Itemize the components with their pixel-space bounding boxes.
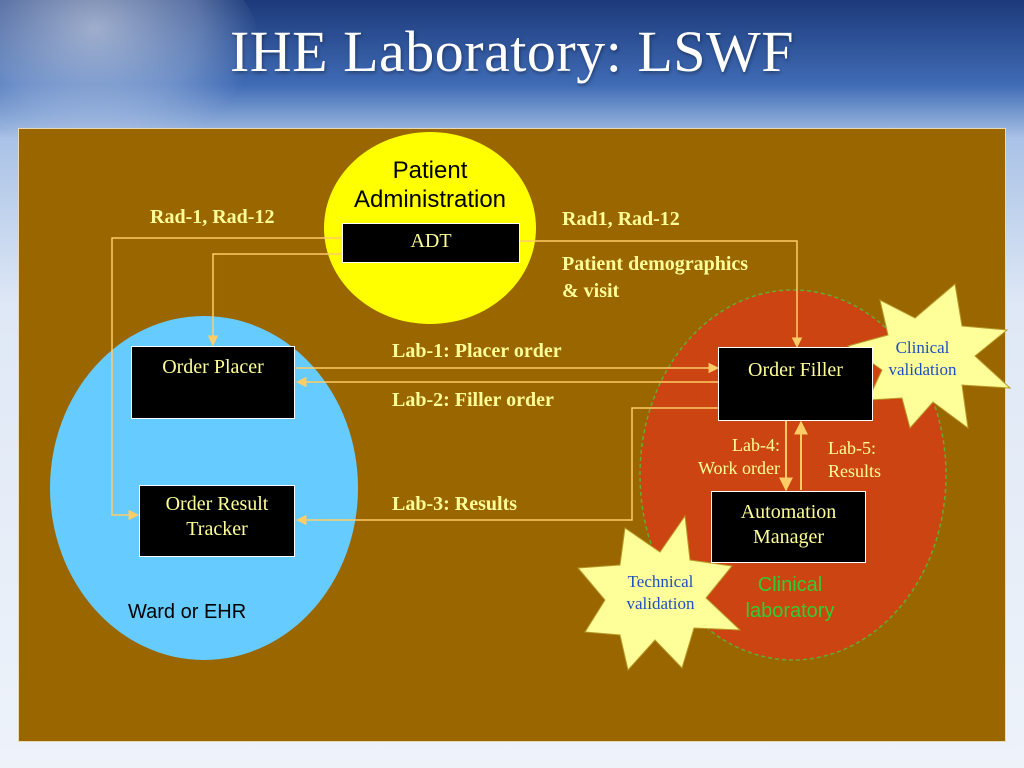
clinical-validation-star — [846, 283, 1012, 430]
rad-left-label: Rad-1, Rad-12 — [150, 206, 275, 228]
lab5-label: Lab-5: Results — [828, 438, 882, 482]
automation-manager-actor[interactable]: Automation Manager — [711, 491, 866, 563]
clinical-validation-label: Clinical validation — [888, 338, 957, 380]
adt-placer-line — [207, 253, 342, 347]
rad-left-line — [111, 237, 342, 521]
lab3-label: Lab-3: Results — [392, 493, 518, 515]
adt-actor[interactable]: ADT — [342, 223, 520, 263]
slide-title: IHE Laboratory: LSWF — [229, 19, 795, 84]
technical-validation-star — [576, 514, 742, 672]
order-placer-actor[interactable]: Order Placer — [131, 346, 295, 419]
rad-right-line — [520, 240, 803, 349]
patient-demographics-label: Patient demographics & visit — [562, 253, 749, 302]
clinical-lab-domain-label: Clinical laboratory — [745, 574, 835, 622]
lab4-label: Lab-4: Work order — [697, 435, 780, 479]
lab2-label: Lab-2: Filler order — [392, 389, 554, 411]
order-filler-actor[interactable]: Order Filler — [718, 347, 873, 421]
lab3-arrow — [295, 407, 718, 526]
technical-validation-label: Technical validation — [626, 572, 695, 614]
patient-admin-label: Patient Administration — [353, 157, 507, 213]
order-result-tracker-actor[interactable]: Order Result Tracker — [139, 485, 295, 557]
rad-right-label: Rad1, Rad-12 — [562, 208, 680, 230]
ward-domain-label: Ward or EHR — [128, 601, 247, 623]
lab1-label: Lab-1: Placer order — [392, 340, 562, 362]
